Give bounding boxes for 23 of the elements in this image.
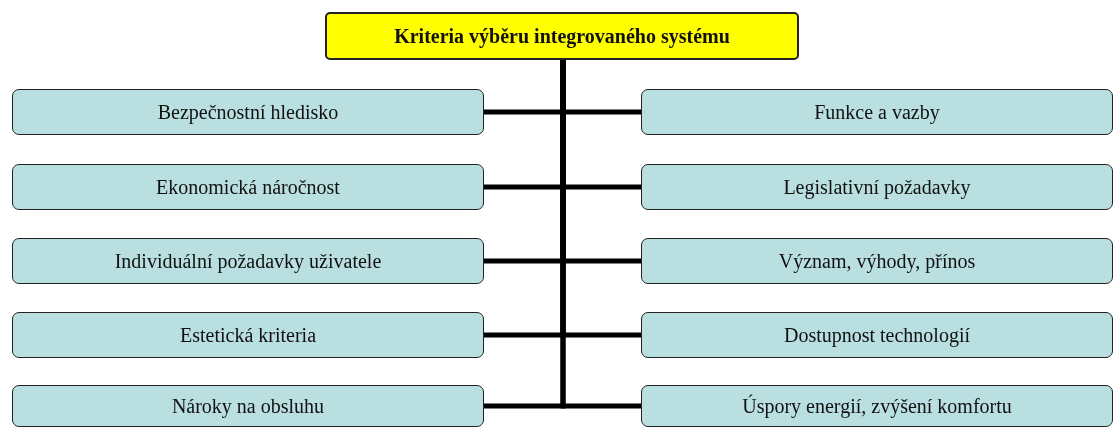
criterion-box [12,312,484,358]
box-label: Estetická kriteria [179,323,316,347]
criterion-box [641,89,1113,135]
criterion-box [641,164,1113,210]
box-label: Dostupnost technologií [783,323,971,347]
criterion-box [641,385,1113,427]
box-label: Individuální požadavky uživatele [114,249,382,273]
title-box [325,12,799,60]
box-label: Funkce a vazby [814,100,940,124]
criterion-box [12,89,484,135]
criterion-box [12,238,484,284]
box-label: Kriteria výběru integrovaného systému [394,24,730,48]
box-label: Ekonomická náročnost [156,175,340,199]
box-label: Nároky na obsluhu [171,394,325,418]
box-label: Úspory energií, zvýšení komfortu [742,394,1012,418]
criterion-box [12,385,484,427]
box-label: Bezpečnostní hledisko [157,100,339,124]
criterion-box [641,312,1113,358]
connector-line [560,60,641,409]
criterion-box [641,238,1113,284]
criterion-box [12,164,484,210]
box-label: Legislativní požadavky [783,175,971,199]
box-label: Význam, výhody, přínos [778,249,976,273]
